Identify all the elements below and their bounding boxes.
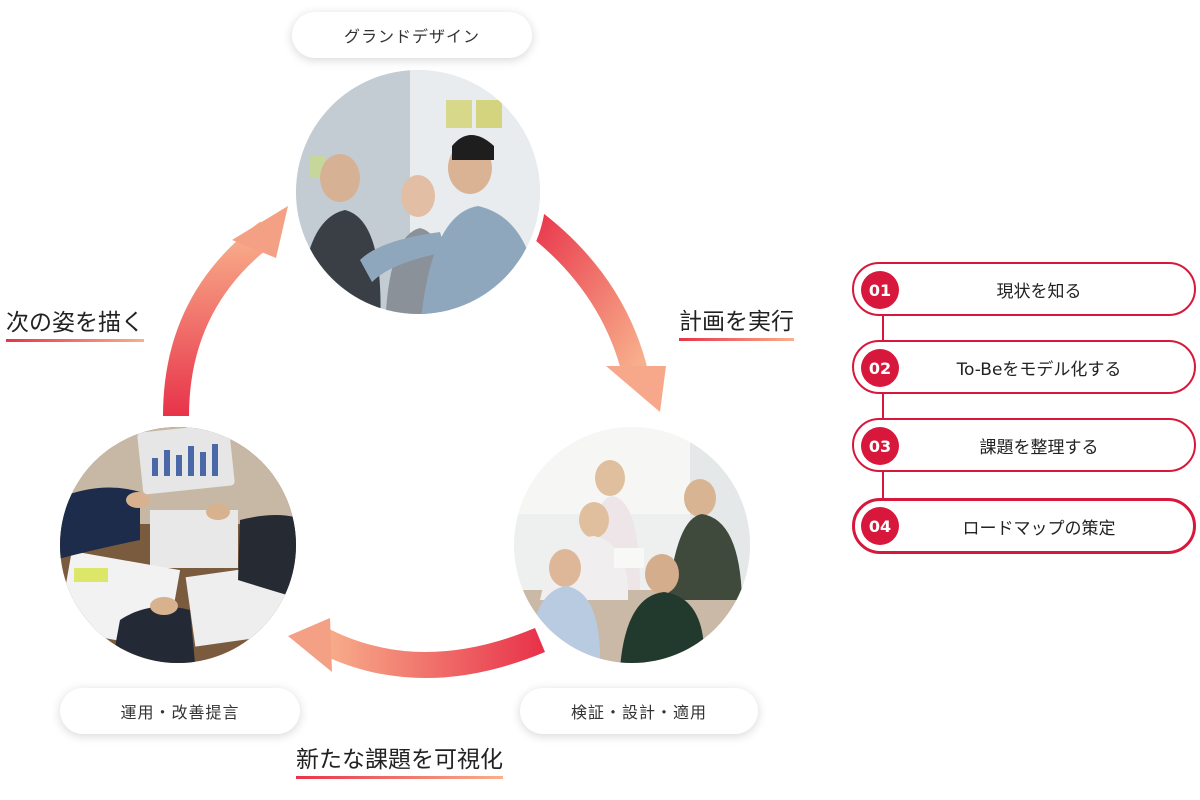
step-item-04: 04 ロードマップの策定 [852,498,1196,554]
arrow-right-to-left [288,618,545,678]
step-label: ロードマップの策定 [962,518,1116,539]
photo-operation-improvement [54,421,302,669]
arrow-left-to-top [163,206,288,417]
step-connector [882,392,884,420]
node-label-verify-design-apply: 検証・設計・適用 [520,688,758,734]
step-label: 現状を知る [996,281,1082,302]
photo-verify-design-apply [508,421,756,669]
step-number-badge: 03 [861,427,899,465]
phase-label-envision-next: 次の姿を描く [6,303,144,342]
cycle-diagram [54,64,756,678]
step-label: To-Beをモデル化する [956,359,1122,380]
arrow-top-to-right [520,207,666,412]
phase-underline [6,339,144,342]
step-connector [882,470,884,500]
photo-grand-design [290,64,546,320]
step-item-03: 03 課題を整理する [852,418,1196,472]
phase-label-visualize-issues-text: 新たな課題を可視化 [296,747,503,773]
phase-label-visualize-issues: 新たな課題を可視化 [296,740,503,779]
step-label: 課題を整理する [979,437,1099,458]
step-connector [882,314,884,342]
step-number-badge: 04 [861,507,899,545]
phase-label-envision-next-text: 次の姿を描く [6,310,144,336]
phase-underline [679,338,794,341]
node-label-grand-design: グランドデザイン [292,12,532,58]
step-number-badge: 01 [861,271,899,309]
phase-label-execute-plan-text: 計画を実行 [679,309,794,335]
step-number-badge: 02 [861,349,899,387]
phase-label-execute-plan: 計画を実行 [679,302,794,341]
node-label-operation-improvement: 運用・改善提言 [60,688,300,734]
phase-underline [296,776,503,779]
step-item-02: 02 To-Beをモデル化する [852,340,1196,394]
step-item-01: 01 現状を知る [852,262,1196,316]
